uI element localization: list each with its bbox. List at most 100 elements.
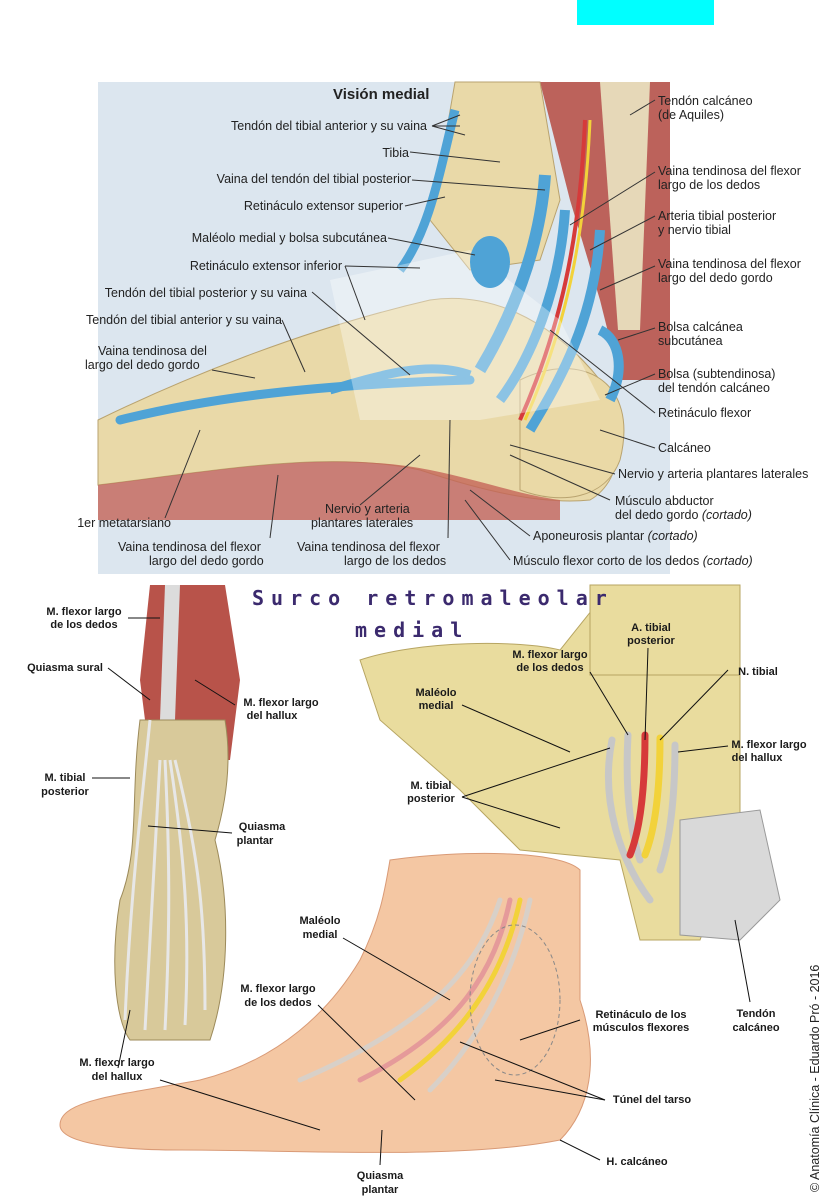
label-lateral-plantar-nerve-artery-1: Nervio y arteria [325, 502, 410, 516]
br-post-tibial-artery-1: A. tibial [631, 622, 671, 634]
right-tendons [604, 731, 679, 904]
br-fdl-1: M. flexor largo [512, 649, 588, 661]
label-tibialis-anterior-tendon: Tendón del tibial anterior y su vaina [86, 313, 282, 327]
bc-achilles-1: Tendón [736, 1008, 776, 1020]
bl-tibialis-posterior-2: posterior [41, 786, 89, 798]
br-fhl-2: del hallux [731, 752, 783, 764]
bl-fhl-1: M. flexor largo [243, 697, 319, 709]
bottom-left-leader-lines [92, 617, 236, 1069]
br-fhl-1: M. flexor largo [731, 739, 807, 751]
label-abductor-hallucis-2: del dedo gordo (cortado) [615, 508, 752, 522]
br-tibial-nerve: N. tibial [738, 666, 778, 678]
bl-fdl-1: M. flexor largo [46, 606, 122, 618]
artery [518, 119, 587, 421]
right-achilles [679, 809, 781, 941]
bc-medial-malleolus-1: Maléolo [299, 915, 341, 927]
label-tibia: Tibia [382, 146, 409, 160]
bc-flexor-retinaculum-2: músculos flexores [592, 1022, 690, 1034]
achilles-tendon [600, 82, 650, 330]
bl-fhl-bottom-2: del hallux [91, 1071, 143, 1083]
tendon-hallux [115, 375, 475, 425]
bc-achilles-2: calcáneo [732, 1022, 780, 1034]
skin-foot [59, 852, 591, 1153]
banner-line1: Surco retromaleolar [252, 586, 614, 610]
tendon-flexor-digitorum [495, 209, 570, 403]
br-post-tibial-artery-2: posterior [627, 635, 675, 647]
label-tibialis-posterior-sheath: Vaina del tendón del tibial posterior [216, 172, 411, 186]
bl-plantar-chiasm-2: plantar [236, 835, 274, 847]
label-post-tibial-artery-1: Arteria tibial posterior [658, 209, 777, 223]
view-title: Visión medial [333, 86, 430, 103]
label-bottom-fdl-sheath-2: largo de los dedos [344, 554, 447, 568]
malleolus-bursa [470, 236, 510, 288]
bc-calcaneus: H. calcáneo [606, 1156, 668, 1168]
label-tibialis-posterior-tendon: Tendón del tibial posterior y su vaina [104, 286, 307, 300]
label-plantar-aponeurosis: Aponeurosis plantar (cortado) [533, 529, 698, 543]
label-calcaneus: Calcáneo [658, 441, 711, 455]
label-first-metatarsal: 1er metatarsiano [77, 516, 171, 530]
posterior-tendon [160, 585, 180, 720]
label-achilles-1: Tendón calcáneo [658, 94, 753, 108]
bc-fdl-2: de los dedos [244, 997, 312, 1009]
label-inferior-extensor-retinaculum: Retináculo extensor inferior [189, 259, 342, 273]
label-subtendinous-bursa-1: Bolsa (subtendinosa) [658, 367, 776, 381]
posterior-tendons [123, 719, 207, 1031]
nerve [523, 119, 592, 421]
retinaculum [330, 250, 600, 420]
bl-sural-chiasm: Quiasma sural [27, 662, 103, 674]
br-tibialis-posterior-2: posterior [407, 793, 455, 805]
bc-fdl-1: M. flexor largo [240, 983, 316, 995]
tendon-digitorum [328, 364, 472, 395]
label-calcaneal-bursa-2: subcutánea [658, 334, 723, 348]
label-abductor-hallucis-1: Músculo abductor [615, 494, 714, 508]
tendon-tibialis-anterior [396, 108, 460, 273]
label-achilles-2: (de Aquiles) [658, 108, 725, 122]
label-superior-extensor-retinaculum: Retináculo extensor superior [243, 199, 403, 213]
label-fhl-sheath-1: Vaina tendinosa del flexor [658, 257, 801, 271]
tarsal-tunnel-outline [469, 924, 561, 1076]
top-leader-lines [164, 99, 656, 561]
bl-fhl-bottom-1: M. flexor largo [79, 1057, 155, 1069]
bl-tibialis-posterior-1: M. tibial [44, 772, 86, 784]
bl-plantar-chiasm-1: Quiasma [238, 821, 286, 833]
bl-fhl-2: del hallux [246, 710, 298, 722]
copyright: © Anatomía Clínica - Eduardo Pró - 2016 [808, 964, 822, 1192]
bc-flexor-retinaculum-1: Retináculo de los [595, 1009, 687, 1021]
bottom-center-leader-lines [159, 919, 751, 1166]
label-fdl-sheath-1: Vaina tendinosa del flexor [658, 164, 801, 178]
label-bottom-fdl-sheath-1: Vaina tendinosa del flexor [297, 540, 440, 554]
label-tibialis-anterior-sheath: Tendón del tibial anterior y su vaina [231, 119, 427, 133]
banner-line2: medial [355, 618, 470, 642]
tendon-flexor-hallucis [525, 229, 605, 433]
bc-medial-malleolus-2: medial [302, 929, 338, 941]
tendon-tibialis-posterior [474, 174, 551, 374]
label-hallux-sheath-1: Vaina tendinosa del [98, 344, 207, 358]
label-lateral-plantar-nerve-artery-2: plantares laterales [311, 516, 414, 530]
label-bottom-hallux-sheath-2: largo del dedo gordo [149, 554, 264, 568]
br-tibialis-posterior-1: M. tibial [410, 780, 452, 792]
sole-muscle [98, 461, 560, 520]
center-tendons [297, 897, 533, 1093]
label-medial-malleolus-bursa: Maléolo medial y bolsa subcutánea [191, 231, 387, 245]
bc-plantar-chiasm-1: Quiasma [356, 1170, 404, 1182]
label-hallux-sheath-2: largo del dedo gordo [85, 358, 200, 372]
label-bottom-hallux-sheath-1: Vaina tendinosa del flexor [118, 540, 261, 554]
right-tibia [589, 584, 741, 676]
br-medial-malleolus-1: Maléolo [415, 687, 457, 699]
label-flexor-digitorum-brevis: Músculo flexor corto de los dedos (corta… [513, 554, 753, 568]
label-subtendinous-bursa-2: del tendón calcáneo [658, 381, 770, 395]
br-medial-malleolus-2: medial [418, 700, 454, 712]
label-flexor-retinaculum: Retináculo flexor [658, 406, 752, 420]
br-fdl-2: de los dedos [516, 662, 584, 674]
cyan-tab [577, 0, 714, 25]
label-fhl-sheath-2: largo del dedo gordo [658, 271, 773, 285]
bottom-right-leader-lines [461, 647, 729, 829]
label-lateral-plantar-nerve: Nervio y arteria plantares laterales [618, 467, 809, 481]
bl-fdl-2: de los dedos [50, 619, 118, 631]
label-calcaneal-bursa-1: Bolsa calcánea [658, 320, 743, 334]
label-fdl-sheath-2: largo de los dedos [658, 178, 761, 192]
bc-tarsal-tunnel: Túnel del tarso [612, 1094, 692, 1106]
label-post-tibial-artery-2: y nervio tibial [658, 223, 731, 237]
bc-plantar-chiasm-2: plantar [361, 1184, 399, 1196]
